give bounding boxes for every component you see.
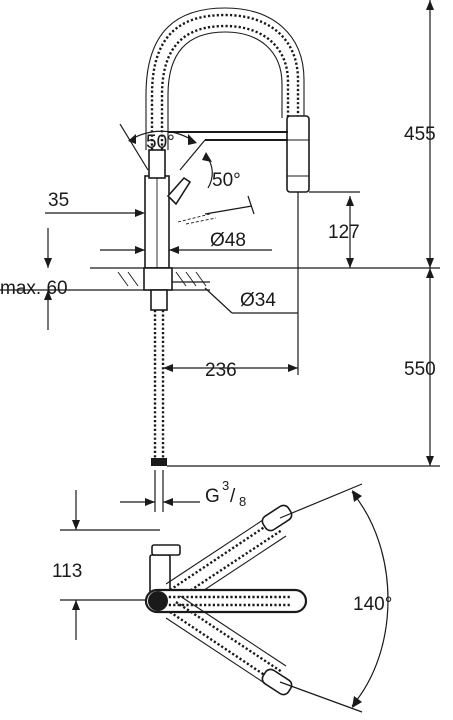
body-diameter-dimension <box>100 246 272 254</box>
deck-thickness-label: max. 60 <box>0 278 68 299</box>
reach-dimension <box>163 192 299 375</box>
swivel-angle-label: 140° <box>353 594 392 615</box>
swivel-angle-marker <box>279 483 389 713</box>
outlet-height-label: 127 <box>328 222 360 243</box>
lever-angle-marker <box>202 152 213 189</box>
plan-spout-center <box>144 588 308 614</box>
faucet-lever <box>166 176 192 206</box>
total-height-label: 455 <box>404 124 436 145</box>
spray-lines <box>177 195 255 225</box>
plan-spout-lower <box>165 595 293 696</box>
body-diameter-label: Ø48 <box>210 230 246 251</box>
reach-label: 236 <box>205 360 237 381</box>
connection-label-numerator: 3 <box>222 478 229 493</box>
plan-faucet-body <box>149 544 181 596</box>
spout-angle-label: 50° <box>146 132 175 153</box>
hole-diameter-dimension <box>172 281 298 314</box>
deck-thickness-dimension <box>0 228 112 330</box>
swivel-offset-label: 113 <box>52 561 82 582</box>
spout-angle-marker <box>119 123 206 171</box>
connection-label-prefix: G <box>205 486 220 507</box>
outlet-height-dimension <box>309 191 360 268</box>
underdeck-hose <box>150 289 168 466</box>
underdeck-length-label: 550 <box>404 359 436 380</box>
faucet-body <box>144 149 170 269</box>
swivel-offset-dimension <box>60 490 160 640</box>
total-height-dimension <box>426 0 434 268</box>
connection-label-denominator: 8 <box>239 494 246 509</box>
connection-label-slash: / <box>230 486 236 507</box>
spray-head <box>286 115 310 193</box>
spring-spout <box>145 7 305 150</box>
underdeck-length-dimension <box>167 268 440 467</box>
hole-diameter-label: Ø34 <box>240 290 276 311</box>
lever-offset-label: 35 <box>48 190 69 211</box>
lever-angle-label: 50° <box>212 170 241 191</box>
deck-plate <box>90 267 440 291</box>
connection-dimension <box>120 470 200 512</box>
lever-offset-dimension <box>45 209 145 217</box>
spout-arm <box>168 131 288 141</box>
